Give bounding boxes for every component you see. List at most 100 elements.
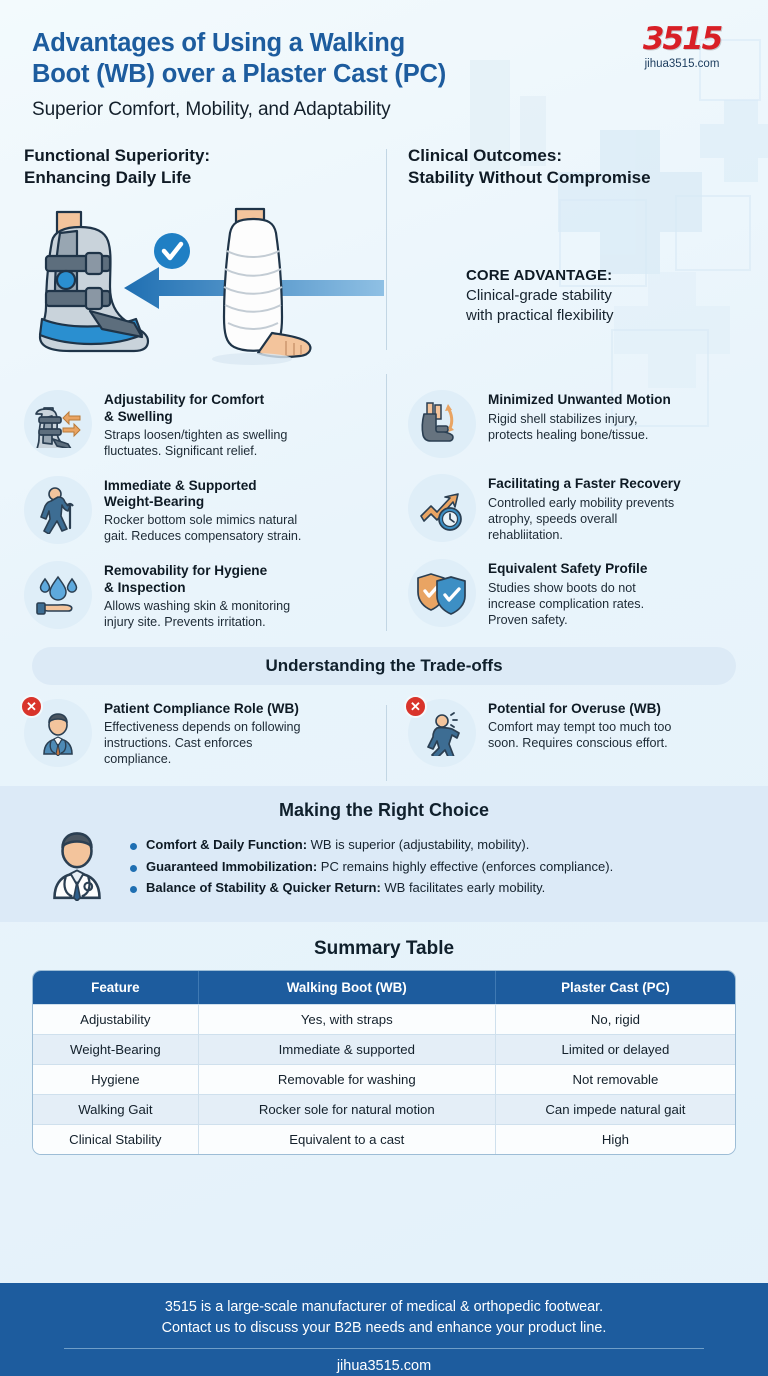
feature-desc-line3: rehabliitation.	[488, 527, 563, 542]
bullet-text: Guaranteed Immobilization: PC remains hi…	[146, 859, 613, 875]
feature-desc: Rocker bottom sole mimics natural gait. …	[104, 513, 360, 545]
bullet-dot-icon	[130, 843, 137, 851]
table-cell: Adjustability	[33, 1004, 199, 1035]
table-cell: No, rigid	[495, 1004, 735, 1035]
table-cell: Yes, with straps	[198, 1004, 496, 1035]
table-row: Adjustability Yes, with straps No, rigid	[33, 1004, 735, 1035]
feature-desc-line2: fluctuates. Significant relief.	[104, 443, 258, 458]
bullet-rest: PC remains highly effective (enforces co…	[317, 858, 614, 874]
feature-desc-line2: increase complication rates.	[488, 596, 645, 611]
summary-table-heading: Summary Table	[313, 938, 455, 960]
column-divider	[386, 149, 387, 351]
walking-boot-illustration	[38, 211, 150, 353]
footer-line1: 3515 is a large-scale manufacturer of me…	[164, 1299, 604, 1315]
feature-title: Removability for Hygiene & Inspection	[104, 563, 360, 596]
right-heading-line2: Stability Without Compromise	[408, 167, 651, 187]
x-badge-icon: ✕	[404, 695, 427, 718]
person-overexertion-icon	[408, 699, 476, 767]
feature-desc: Rigid shell stabilizes injury, protects …	[488, 412, 744, 444]
feature-title: Adjustability for Comfort & Swelling	[104, 392, 360, 425]
page-subtitle: Superior Comfort, Mobility, and Adaptabi…	[32, 99, 391, 121]
feature-title-line1: Adjustability for Comfort	[104, 392, 265, 408]
person-walking-cane-icon	[24, 475, 92, 544]
feature-item: Removability for Hygiene & Inspection Al…	[24, 561, 360, 631]
feature-desc: Studies show boots do not increase compl…	[488, 581, 744, 629]
right-column-heading: Clinical Outcomes: Stability Without Com…	[408, 145, 744, 193]
right-heading-line1: Clinical Outcomes:	[408, 146, 562, 166]
footer-divider	[64, 1347, 704, 1349]
feature-item: Equivalent Safety Profile Studies show b…	[408, 559, 744, 628]
left-heading-line2: Enhancing Daily Life	[24, 167, 192, 187]
feature-item: Immediate & Supported Weight-Bearing Roc…	[24, 475, 360, 546]
feature-desc-line2: injury site. Prevents irritation.	[104, 615, 266, 630]
feature-desc-line1: Controlled early mobility prevents	[488, 495, 675, 510]
table-cell: Hygiene	[33, 1064, 199, 1095]
x-badge-icon: ✕	[20, 695, 43, 718]
feature-item: Minimized Unwanted Motion Rigid shell st…	[408, 390, 744, 459]
table-row: Weight-Bearing Immediate & supported Lim…	[33, 1034, 735, 1065]
tradeoff-item: ✕ Patient Compliance Role (WB) Effective…	[0, 695, 384, 768]
tradeoff-desc: Effectiveness depends on following instr…	[104, 720, 360, 768]
footer-line2: Contact us to discuss your B2B needs and…	[161, 1319, 607, 1336]
feature-desc-line2: atrophy, speeds overall	[488, 511, 618, 526]
doctor-icon	[40, 827, 124, 906]
walking-boot-adjustable-icon	[24, 390, 92, 459]
brand-logo[interactable]: 3515 jihua3515.com	[622, 21, 742, 71]
core-desc-line1: Clinical-grade stability	[466, 287, 612, 305]
core-advantage-desc: Clinical-grade stability with practical …	[466, 286, 744, 327]
feature-desc-line1: Rocker bottom sole mimics natural	[104, 513, 298, 528]
feature-desc-line1: Straps loosen/tighten as swelling	[104, 427, 288, 442]
bullet-text: Comfort & Daily Function: WB is superior…	[146, 837, 529, 853]
feature-title: Equivalent Safety Profile	[488, 561, 648, 577]
growth-arrow-clock-icon	[408, 474, 476, 543]
table-cell: Clinical Stability	[33, 1124, 199, 1155]
bullet-dot-icon	[130, 885, 137, 893]
tradeoff-desc-line1: Comfort may tempt too much too	[488, 720, 672, 735]
logo-wordmark: 3515	[642, 21, 723, 57]
table-col-header: Plaster Cast (PC)	[495, 971, 735, 1005]
tradeoff-icon-wrap: ✕	[20, 695, 92, 767]
core-advantage-label: CORE ADVANTAGE:	[466, 267, 613, 285]
logo-url: jihua3515.com	[644, 58, 720, 70]
footer-text: 3515 is a large-scale manufacturer of me…	[0, 1297, 768, 1339]
feature-desc: Controlled early mobility prevents atrop…	[488, 496, 744, 544]
table-cell: Rocker sole for natural motion	[198, 1094, 496, 1125]
feature-title-line2: & Swelling	[104, 408, 173, 424]
tradeoff-text: Patient Compliance Role (WB) Effectivene…	[104, 699, 360, 768]
tradeoff-desc-line3: compliance.	[104, 752, 172, 767]
feature-item: Adjustability for Comfort & Swelling Str…	[24, 390, 360, 460]
bullet-text: Balance of Stability & Quicker Return: W…	[146, 880, 545, 896]
table-cell: Weight-Bearing	[33, 1034, 199, 1065]
core-desc-line2: with practical flexibility	[466, 307, 614, 325]
summary-table: Feature Walking Boot (WB) Plaster Cast (…	[32, 970, 736, 1156]
feature-desc: Straps loosen/tighten as swelling fluctu…	[104, 428, 360, 460]
feature-text: Removability for Hygiene & Inspection Al…	[104, 561, 360, 631]
table-cell: Walking Gait	[33, 1094, 199, 1125]
tradeoff-desc: Comfort may tempt too much too soon. Req…	[488, 720, 744, 752]
feature-title-line1: Immediate & Supported	[104, 477, 257, 493]
core-advantage-block: CORE ADVANTAGE: Clinical-grade stability…	[408, 267, 744, 327]
page-title: Advantages of Using a Walking Boot (WB) …	[32, 28, 632, 90]
page-header: Advantages of Using a Walking Boot (WB) …	[0, 0, 768, 121]
tradeoffs-row: ✕ Patient Compliance Role (WB) Effective…	[0, 695, 768, 781]
feature-title-line2: Weight-Bearing	[104, 494, 205, 510]
hand-water-drops-icon	[24, 561, 92, 630]
right-choice-heading: Making the Right Choice	[278, 800, 489, 821]
table-cell: Not removable	[495, 1064, 735, 1095]
feature-title-line1: Removability for Hygiene	[104, 563, 268, 579]
bullet-rest: WB facilitates early mobility.	[380, 879, 546, 895]
footer-url[interactable]: jihua3515.com	[336, 1357, 432, 1374]
bullet-bold: Balance of Stability & Quicker Return:	[146, 879, 381, 895]
table-row: Hygiene Removable for washing Not remova…	[33, 1064, 735, 1095]
feature-desc-line1: Studies show boots do not	[488, 580, 636, 595]
left-feature-list: Adjustability for Comfort & Swelling Str…	[0, 374, 384, 631]
bullet-rest: WB is superior (adjustability, mobility)…	[307, 837, 530, 853]
feature-title: Minimized Unwanted Motion	[488, 392, 671, 408]
bullet-bold: Guaranteed Immobilization:	[146, 858, 318, 874]
table-cell: Immediate & supported	[198, 1034, 496, 1065]
left-heading-line1: Functional Superiority:	[24, 146, 211, 166]
feature-text: Minimized Unwanted Motion Rigid shell st…	[488, 390, 744, 443]
feature-desc-line2: protects healing bone/tissue.	[488, 427, 649, 442]
tradeoffs-heading: Understanding the Trade-offs	[265, 656, 503, 675]
